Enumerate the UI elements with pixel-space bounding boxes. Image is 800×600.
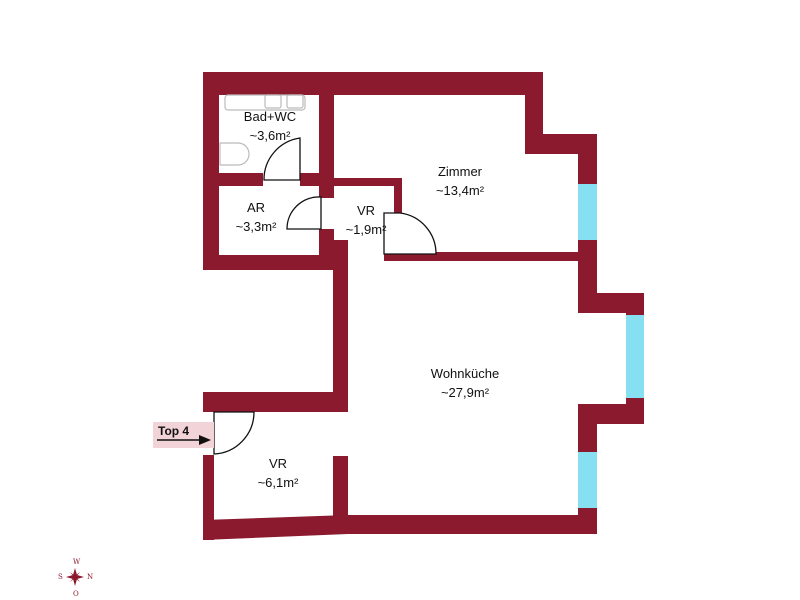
door-bad	[263, 137, 301, 181]
wall-bad-vr	[319, 95, 334, 198]
door-ar	[286, 196, 322, 230]
washbasin-bowl-right	[286, 94, 304, 109]
bathroom-fixtures	[219, 94, 306, 166]
entrance-tag: Top 4	[153, 422, 214, 448]
compass-rose-icon: W O S N	[58, 558, 93, 598]
wall-vr-right	[394, 178, 402, 214]
wall-ar-bottom	[203, 255, 336, 270]
walls	[203, 72, 644, 540]
compass-east: O	[73, 590, 79, 598]
wall-vr-top	[334, 178, 402, 186]
room-area-wohnkueche: ~27,9m²	[441, 385, 490, 400]
wall-wk-bay-right-top	[626, 293, 644, 315]
wall-zimmer-bay-right	[578, 134, 597, 184]
room-name-vr-small: VR	[357, 203, 375, 218]
window-zimmer	[578, 184, 597, 240]
wall-ar-vr-lower	[319, 229, 334, 270]
arrow-right-icon	[157, 435, 211, 445]
room-name-ar: AR	[247, 200, 265, 215]
compass-west: W	[73, 558, 81, 566]
room-area-bad-wc: ~3,6m²	[250, 128, 291, 143]
washbasin	[224, 94, 306, 111]
room-name-zimmer: Zimmer	[438, 164, 483, 179]
door-zimmer	[383, 212, 437, 255]
room-area-ar: ~3,3m²	[236, 219, 277, 234]
wall-entry-partition	[333, 456, 348, 520]
wall-corridor-ledge	[203, 392, 348, 412]
door-entry	[213, 411, 255, 455]
room-name-vr-entry: VR	[269, 456, 287, 471]
wall-entry-left-top	[203, 392, 214, 412]
room-area-vr-entry: ~6,1m²	[258, 475, 299, 490]
room-area-zimmer: ~13,4m²	[436, 183, 485, 198]
wall-zimmer-right-top	[525, 72, 543, 154]
wall-bad-ar	[219, 173, 263, 186]
wall-zimmer-bottom	[384, 252, 594, 261]
compass-north: N	[87, 573, 93, 581]
room-name-wohnkueche: Wohnküche	[431, 366, 499, 381]
wall-top	[203, 72, 543, 95]
toilet	[219, 142, 250, 166]
washbasin-bowl-left	[264, 94, 282, 109]
window-wohnkueche	[626, 315, 644, 398]
wall-corridor-upper	[333, 240, 348, 412]
wall-zimmer-bay-right-lower	[578, 240, 597, 310]
wall-wk-right-lower	[578, 404, 597, 452]
entrance-tag-background	[153, 422, 214, 448]
compass-south: S	[58, 573, 63, 581]
wall-bad-ar-right	[300, 173, 334, 186]
windows	[578, 184, 644, 508]
wall-entry-left	[203, 455, 214, 540]
room-name-bad-wc: Bad+WC	[244, 109, 296, 124]
doors	[213, 137, 437, 455]
window-wohnkueche-lower	[578, 452, 597, 508]
wall-left-upper	[203, 72, 219, 270]
wall-bottom	[203, 515, 597, 540]
room-area-vr-small: ~1,9m²	[346, 222, 387, 237]
entrance-label: Top 4	[158, 424, 189, 438]
room-labels: Bad+WC ~3,6m² Zimmer ~13,4m² AR ~3,3m² V…	[236, 109, 500, 490]
